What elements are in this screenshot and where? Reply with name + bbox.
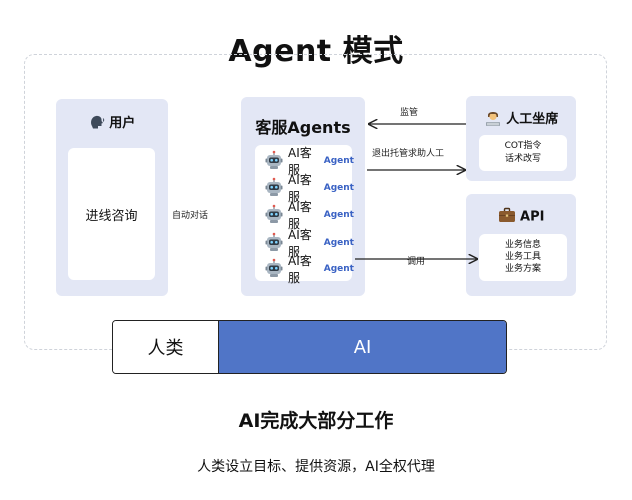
auto-dialog-label: 自动对话 (172, 211, 209, 221)
robot-icon (264, 177, 284, 200)
agent-name: AI客服 (288, 173, 312, 204)
human-agent-header: 人工坐席 (466, 108, 576, 131)
user-panel-title: 用户 (109, 116, 136, 131)
human-agent-title: 人工坐席 (506, 112, 559, 127)
api-inner-card (479, 234, 567, 281)
api-capabilities: 业务信息 业务工具 业务方案 (479, 239, 567, 275)
user-inner-card (68, 148, 155, 280)
agent-item: AI客服 Agent (264, 254, 354, 285)
agent-tag: Agent (323, 264, 354, 274)
robot-icon (264, 258, 284, 281)
user-inquiry-text: 进线咨询 (85, 209, 138, 224)
api-line: 业务方案 (504, 264, 541, 274)
agent-item: AI客服 Agent (264, 228, 354, 259)
office-worker-icon (484, 109, 502, 131)
agent-tag: Agent (323, 156, 354, 166)
user-panel-header: 用户 (56, 112, 168, 134)
footer-subline: 人类设立目标、提供资源，AI全权代理 (197, 459, 435, 475)
api-panel-header: API (466, 207, 576, 227)
agent-name: AI客服 (288, 254, 312, 285)
agent-tag: Agent (323, 210, 354, 220)
agent-name: AI客服 (288, 228, 312, 259)
robot-icon (264, 232, 284, 255)
human-agent-inner-card (479, 135, 567, 171)
human-task-line: COT指令 (504, 141, 542, 151)
ai-share-segment: AI (219, 321, 506, 373)
human-share-segment: 人类 (113, 321, 219, 373)
api-line: 业务工具 (504, 252, 541, 262)
briefcase-icon (498, 207, 516, 227)
robot-icon (264, 150, 284, 173)
api-line: 业务信息 (504, 240, 541, 250)
footer-headline: AI完成大部分工作 (238, 410, 394, 432)
handoff-label: 退出托管求助人工 (372, 149, 445, 159)
diagram-title: Agent 模式 (228, 34, 404, 69)
human-agent-tasks: COT指令 话术改写 (479, 140, 567, 166)
agent-name: AI客服 (288, 200, 312, 231)
call-api-label: 调用 (407, 257, 426, 267)
agent-tag: Agent (323, 238, 354, 248)
supervise-label: 监管 (400, 108, 419, 118)
agent-name: AI客服 (288, 146, 312, 177)
human-task-line: 话术改写 (504, 154, 541, 164)
api-panel-title: API (520, 209, 545, 225)
robot-icon (264, 204, 284, 227)
agent-item: AI客服 Agent (264, 200, 354, 231)
agent-item: AI客服 Agent (264, 173, 354, 204)
agents-panel-title: 客服Agents (255, 118, 351, 137)
agent-tag: Agent (323, 183, 354, 193)
agent-item: AI客服 Agent (264, 146, 354, 177)
human-ai-split-bar: 人类 AI (112, 320, 507, 374)
speaking-head-icon (89, 114, 105, 134)
